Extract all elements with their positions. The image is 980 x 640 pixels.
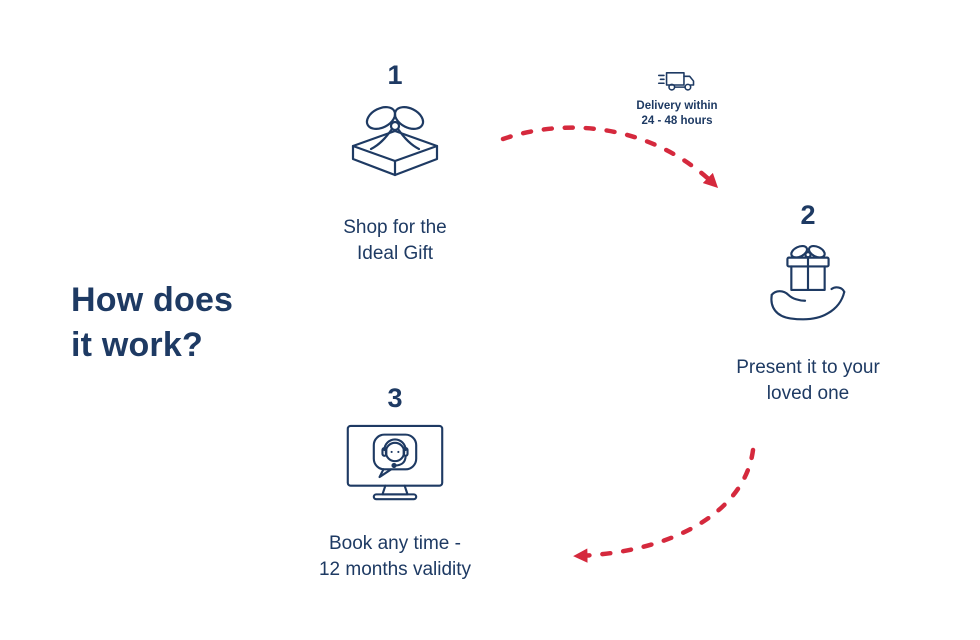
- step-1: 1 Shop for the Ideal Gift: [285, 60, 505, 266]
- hand-gift-icon: [759, 239, 857, 337]
- gift-box-icon: [345, 99, 445, 191]
- step-1-label-line2: Ideal Gift: [356, 242, 434, 264]
- page-title-line1: How does: [71, 281, 234, 319]
- arrow-step2-to-step3: [573, 447, 756, 563]
- step-3-label-line2: 12 months validity: [318, 558, 472, 580]
- step-2: 2 Present it to your loved one: [698, 200, 918, 406]
- step-1-label-line1: Shop for the: [343, 217, 447, 238]
- step-2-label-line1: Present it to your: [736, 357, 880, 378]
- step-3-label-line1: Book any time -: [328, 533, 461, 554]
- delivery-note-line1: Delivery within: [636, 100, 718, 112]
- support-monitor-icon: [342, 422, 448, 507]
- delivery-note-line2: 24 - 48 hours: [641, 114, 713, 127]
- delivery-note-text: Delivery within 24 - 48 hours: [636, 99, 717, 129]
- step-3: 3 Book any time - 12 months validity: [265, 383, 525, 582]
- step-3-number: 3: [387, 383, 403, 413]
- page-title: How does it work?: [71, 278, 233, 368]
- delivery-truck-icon: [657, 68, 697, 95]
- page-title-line2: it work?: [71, 325, 203, 364]
- step-2-label-line2: loved one: [766, 382, 850, 404]
- step-3-label: Book any time - 12 months validity: [319, 531, 471, 582]
- step-2-label: Present it to your loved one: [736, 355, 880, 406]
- step-1-label: Shop for the Ideal Gift: [343, 215, 447, 266]
- delivery-note: Delivery within 24 - 48 hours: [597, 68, 757, 129]
- arrow-step1-to-step2: [500, 125, 719, 189]
- step-2-number: 2: [800, 200, 816, 230]
- step-1-number: 1: [387, 60, 403, 90]
